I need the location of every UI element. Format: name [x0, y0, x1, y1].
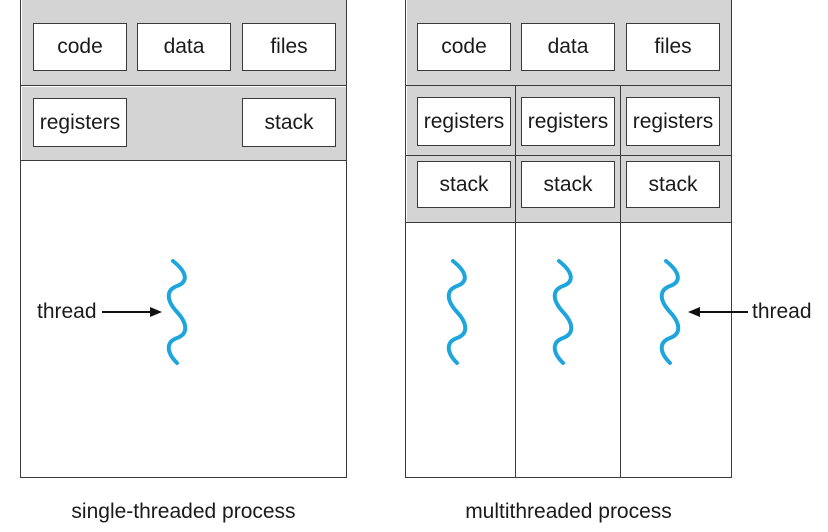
thread-column-divider [620, 85, 621, 478]
thread-squiggle-icon [166, 259, 188, 365]
multi-data-box: data [521, 23, 615, 71]
multi-divider [405, 155, 732, 156]
stack-label: stack [264, 110, 314, 134]
multi-files-box: files [626, 23, 720, 71]
registers-label: registers [527, 109, 609, 133]
thread-arrow-icon [688, 307, 748, 317]
registers-label: registers [632, 109, 714, 133]
multi-thread-label: thread [752, 300, 812, 323]
multi-caption: multithreaded process [465, 500, 672, 523]
single-files-box: files [242, 23, 336, 71]
thread-squiggle-icon [552, 259, 574, 365]
registers-label: registers [39, 110, 121, 134]
multi-code-box: code [417, 23, 511, 71]
multi-stack-box: stack [417, 161, 511, 208]
single-registers-box: registers [33, 98, 127, 147]
multi-divider [405, 85, 732, 86]
thread-arrow-icon [102, 307, 162, 317]
stack-label: stack [648, 172, 698, 196]
multi-registers-box: registers [626, 97, 720, 146]
single-thread-label: thread [37, 300, 97, 323]
single-stack-box: stack [242, 98, 336, 147]
stack-label: stack [543, 172, 593, 196]
registers-label: registers [423, 109, 505, 133]
data-label: data [163, 35, 205, 58]
thread-squiggle-icon [446, 259, 468, 365]
code-label: code [57, 35, 103, 58]
multi-divider [405, 222, 732, 223]
single-code-box: code [33, 23, 127, 71]
thread-column-divider [515, 85, 516, 478]
files-label: files [654, 35, 692, 58]
files-label: files [270, 35, 308, 58]
stack-label: stack [439, 172, 489, 196]
multi-stack-box: stack [626, 161, 720, 208]
single-caption: single-threaded process [71, 500, 296, 523]
single-data-box: data [137, 23, 231, 71]
multi-registers-box: registers [521, 97, 615, 146]
data-label: data [547, 35, 589, 58]
multi-registers-box: registers [417, 97, 511, 146]
multi-stack-box: stack [521, 161, 615, 208]
single-divider [20, 85, 347, 86]
single-divider [20, 160, 347, 161]
code-label: code [441, 35, 487, 58]
thread-squiggle-icon [659, 259, 681, 365]
